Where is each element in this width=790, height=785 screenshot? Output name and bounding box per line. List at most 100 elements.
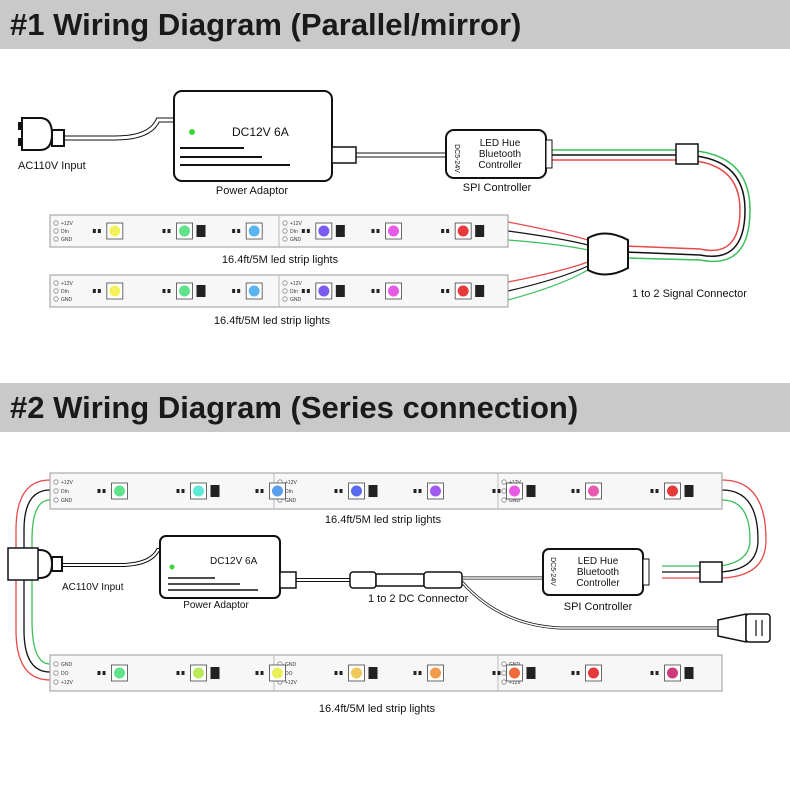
ic-chip [210, 485, 220, 497]
led [176, 482, 220, 500]
s1-strip2-label: 16.4ft/5M led strip lights [213, 315, 331, 327]
controller-line-2: Bluetooth [478, 149, 522, 160]
led [371, 282, 402, 300]
led [232, 282, 263, 300]
led [92, 282, 124, 300]
s1-controller-text: LED Hue Bluetooth Controller [470, 138, 530, 171]
s2-right-loop [662, 479, 767, 579]
led [492, 482, 536, 500]
pin-label: +12V [285, 680, 297, 686]
ic-chip [684, 667, 694, 679]
pin-label: GND [61, 237, 73, 243]
s1-strip1-wires [507, 221, 589, 251]
led [650, 482, 694, 500]
s1-ac-input-label: AC110V Input [18, 160, 86, 172]
pin-label: +12V [290, 281, 302, 287]
led [492, 664, 536, 682]
ic-chip [335, 285, 345, 297]
ic-chip [684, 485, 694, 497]
s2-ac-input-label: AC110V Input [62, 582, 124, 593]
s2-controller-text: LED Hue Bluetooth Controller [568, 556, 628, 589]
s2-left-connector [7, 547, 39, 581]
s2-controller-label: SPI Controller [563, 601, 633, 613]
section2-title: #2 Wiring Diagram (Series connection) [10, 390, 579, 425]
led [650, 664, 694, 682]
s1-power-adaptor [173, 90, 357, 182]
s1-controller-label: SPI Controller [462, 182, 532, 194]
pin-label: +12V [61, 221, 73, 227]
ic-chip [335, 225, 345, 237]
s1-adaptor-rating: DC12V 6A [232, 125, 289, 139]
s1-ac-plug [18, 117, 65, 151]
controller-line-3: Controller [478, 160, 522, 171]
ic-chip [368, 667, 378, 679]
pin-label: +12V [61, 680, 73, 686]
led [371, 222, 402, 240]
adaptor-power-led [189, 129, 195, 135]
s1-strip2-wires [507, 261, 589, 301]
led [97, 664, 128, 682]
ic-chip [210, 667, 220, 679]
led [413, 482, 444, 500]
led [255, 664, 286, 682]
pin-label: +12V [290, 221, 302, 227]
s1-connector-label: 1 to 2 Signal Connector [632, 288, 747, 300]
s2-power-adaptor [159, 535, 297, 599]
pin-label: GND [290, 237, 302, 243]
led [301, 222, 345, 240]
led [162, 222, 206, 240]
section1-banner: #1 Wiring Diagram (Parallel/mirror) [0, 0, 790, 49]
led [334, 482, 378, 500]
ic-chip [368, 485, 378, 497]
pin-label: DIn [61, 289, 69, 295]
led [97, 482, 128, 500]
controller-line-2: Bluetooth [576, 567, 620, 578]
controller-line-1: LED Hue [479, 138, 521, 149]
s2-dc-to-female-inner [461, 581, 718, 629]
s1-adaptor-label: Power Adaptor [215, 185, 289, 197]
ic-chip [475, 225, 485, 237]
led [301, 282, 345, 300]
section1-title: #1 Wiring Diagram (Parallel/mirror) [10, 7, 522, 42]
led [176, 664, 220, 682]
s1-controller-side: DC5-24V [452, 144, 461, 173]
pin-label: DIn [61, 489, 69, 495]
pin-label: +12V [61, 480, 73, 486]
pin-label: GND [285, 498, 297, 504]
s1-signal-bundle [548, 149, 751, 263]
pin-label: GND [61, 662, 73, 668]
pin-label: GND [509, 498, 521, 504]
s2-adaptor-rating: DC12V 6A [210, 556, 258, 567]
pin-label: DO [285, 671, 293, 677]
s1-spi-controller [445, 129, 553, 179]
s2-ac-cable-inner [60, 549, 162, 566]
led [334, 664, 378, 682]
led [441, 222, 485, 240]
wires [15, 117, 767, 681]
s1-output-plug [675, 143, 699, 165]
ic-chip [196, 225, 206, 237]
pin-label: DIn [290, 229, 298, 235]
led [232, 222, 263, 240]
pin-label: DO [61, 671, 69, 677]
s2-controller-side: DC5-24V [548, 557, 557, 586]
s1-strip1-label: 16.4ft/5M led strip lights [221, 254, 339, 266]
pin-label: +12V [285, 480, 297, 486]
led [413, 664, 444, 682]
pin-label: +12V [61, 281, 73, 287]
s2-dc-connector [349, 571, 463, 589]
led [92, 222, 124, 240]
s2-female-dc-jack [717, 613, 771, 643]
pin-label: GND [285, 662, 297, 668]
s2-ac-cable [60, 548, 162, 567]
s2-bottom-strip-label: 16.4ft/5M led strip lights [318, 703, 436, 715]
s2-adaptor-label: Power Adaptor [183, 600, 249, 611]
pin-label: DIn [285, 489, 293, 495]
pin-label: DIn [290, 289, 298, 295]
pin-label: GND [290, 297, 302, 303]
pin-label: GND [61, 297, 73, 303]
ic-chip [475, 285, 485, 297]
pin-label: GND [61, 498, 73, 504]
